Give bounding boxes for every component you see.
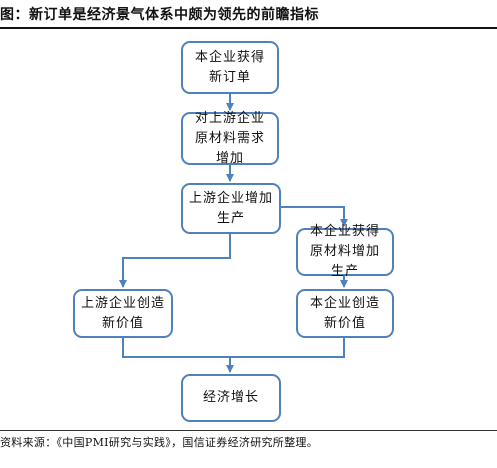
node-upstream-production: 上游企业增加生产 [181, 183, 281, 234]
top-divider [0, 27, 497, 29]
node-new-orders: 本企业获得新订单 [181, 41, 279, 94]
node-economic-growth: 经济增长 [181, 374, 281, 422]
figure-title: 图：新订单是经济景气体系中颇为领先的前瞻指标 [0, 7, 319, 23]
node-upstream-value: 上游企业创造新价值 [73, 289, 173, 338]
node-firm-value: 本企业创造新价值 [296, 289, 394, 338]
node-upstream-demand: 对上游企业原材料需求增加 [181, 111, 279, 166]
arrow-firm-value-to-growth [230, 338, 345, 358]
source-note: 资料来源：《中国PMI研究与实践》，国信证券经济研究所整理。 [0, 436, 319, 449]
bottom-divider [0, 430, 497, 431]
arrow-production-to-upstream-value [119, 234, 231, 288]
node-firm-material-production: 本企业获得原材料增加生产 [296, 224, 394, 279]
arrow-production-to-firm-material [281, 206, 348, 227]
arrow-upstream-value-to-growth [122, 338, 234, 373]
